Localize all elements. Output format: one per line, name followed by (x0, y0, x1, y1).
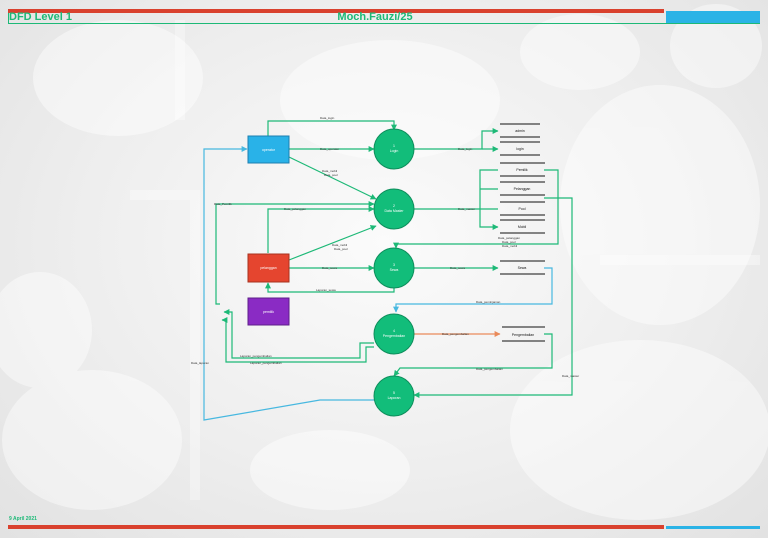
flow-operator-master (288, 156, 377, 200)
flow-sewa-pengembalian (393, 267, 553, 313)
header-red-bar (8, 9, 664, 13)
flow-label-data-pengembalian-2: Data_pengembalian (476, 367, 503, 371)
flow-label-data-master: Data_master (458, 207, 475, 211)
store-pelanggan[interactable]: Pelanggan (500, 181, 545, 196)
flow-operator-login-top (267, 120, 397, 136)
flow-label-laporan-sewa: Laporan_sewa (316, 288, 336, 292)
store-login[interactable]: login (500, 141, 540, 156)
process-laporan-number: 5 (393, 391, 395, 395)
process-pengembalian-number: 4 (393, 329, 395, 333)
store-pemilik[interactable]: Pemilik (500, 162, 545, 177)
flow-label-data-pool-1: Data_pool (324, 173, 338, 177)
store-admin[interactable]: admin (500, 123, 540, 138)
entity-pelanggan[interactable]: pelanggan (247, 253, 290, 283)
flow-label-data-laporan: Data_laporan (191, 361, 209, 365)
store-login-label: login (516, 147, 523, 151)
flow-pemilik-master (215, 201, 375, 305)
flow-pengembalian-laporan (393, 333, 553, 377)
store-admin-label: admin (515, 129, 525, 133)
flow-label-laporan-pengembalian-2: Laporan_pengembalian (250, 361, 282, 365)
flow-label-data-pool-3: Data_pool (502, 240, 516, 244)
flow-label-data-master-2: Data_master (562, 374, 579, 378)
store-sewa[interactable]: Sewa (500, 260, 545, 275)
footer-red-bar (8, 525, 664, 529)
flow-stores-sewa (393, 169, 559, 249)
process-login-label: Login (390, 149, 399, 153)
flow-pelanggan-sewa-pool (288, 225, 377, 261)
process-login[interactable]: 1 Login (373, 128, 415, 170)
process-pengembalian-label: Pengembalian (383, 334, 405, 338)
process-pengembalian[interactable]: 4 Pengembalian (373, 313, 415, 355)
store-pengembalian-label: Pengembalian (512, 333, 534, 337)
flow-login-admin (414, 128, 499, 150)
flow-label-data-pool-2: Data_pool (334, 247, 348, 251)
flow-master-laporan (413, 197, 573, 398)
flow-label-laporan-pengembalian: Laporan_pengembalian (240, 354, 272, 358)
footer-date: 9 April 2021 (9, 516, 37, 522)
entity-pemilik[interactable]: pemilik (247, 297, 290, 326)
store-sewa-label: Sewa (518, 266, 527, 270)
process-sewa[interactable]: 3 Sewa (373, 247, 415, 289)
process-laporan-label: Laporan (388, 396, 401, 400)
flow-label-data-sewa: Data_sewa (322, 266, 337, 270)
entity-operator-label: operator (262, 148, 276, 152)
flow-pengembalian-pemilik (221, 317, 374, 363)
flow-sewa-pelanggan (265, 282, 395, 293)
flow-label-data-mobil-3: Data_mobil (502, 244, 518, 248)
store-pool-label: Pool (518, 207, 525, 211)
header-left-edge (8, 13, 9, 24)
flow-master-stores (414, 169, 498, 227)
flow-label-data-operator: Data_operator (320, 147, 339, 151)
store-mobil-label: Mobil (518, 225, 527, 229)
flow-pengembalian-pelanggan (223, 309, 374, 359)
flow-label-data-pelanggan: Data_pelanggan (284, 207, 306, 211)
process-laporan[interactable]: 5 Laporan (373, 375, 415, 417)
diagram-title: DFD Level 1 (9, 11, 72, 23)
process-data-master[interactable]: 2 Data Master (373, 188, 415, 230)
header-underline (8, 23, 760, 24)
footer-blue-bar (666, 526, 760, 529)
store-pool[interactable]: Pool (500, 201, 545, 216)
process-login-number: 1 (393, 144, 395, 148)
flow-label-data-pengembalian: Data_pengembalian (442, 332, 469, 336)
process-data-master-label: Data Master (384, 209, 404, 213)
process-data-master-number: 2 (393, 204, 395, 208)
flow-label-data-pemilik: Data_Pemilik (214, 202, 232, 206)
process-sewa-number: 3 (393, 263, 395, 267)
author-label: Moch.Fauzi/25 (337, 11, 413, 23)
flow-label-data-mobil-1: Data_mobil (322, 169, 338, 173)
flow-label-data-login-store: Data_login (458, 147, 473, 151)
flow-label-data-mobil-2: Data_mobil (332, 243, 348, 247)
flow-pelanggan-master (267, 206, 375, 253)
entity-pemilik-label: pemilik (263, 310, 274, 314)
flow-label-data-peminjaman: Data_peminjaman (476, 300, 501, 304)
store-pemilik-label: Pemilik (516, 168, 528, 172)
flow-operator-laporan (203, 146, 374, 421)
flow-label-data-pelanggan-2: Data_pelanggan (498, 236, 520, 240)
header-blue-bar (666, 11, 760, 23)
entity-pelanggan-label: pelanggan (260, 266, 276, 270)
flow-label-data-login-top: Data_login (320, 116, 335, 120)
entity-operator[interactable]: operator (247, 135, 290, 164)
flow-label-data-sewa-store: Data_sewa (450, 266, 465, 270)
store-pengembalian[interactable]: Pengembalian (502, 326, 545, 342)
store-pelanggan-label: Pelanggan (514, 187, 531, 191)
process-sewa-label: Sewa (390, 268, 399, 272)
store-mobil[interactable]: Mobil (500, 219, 545, 234)
